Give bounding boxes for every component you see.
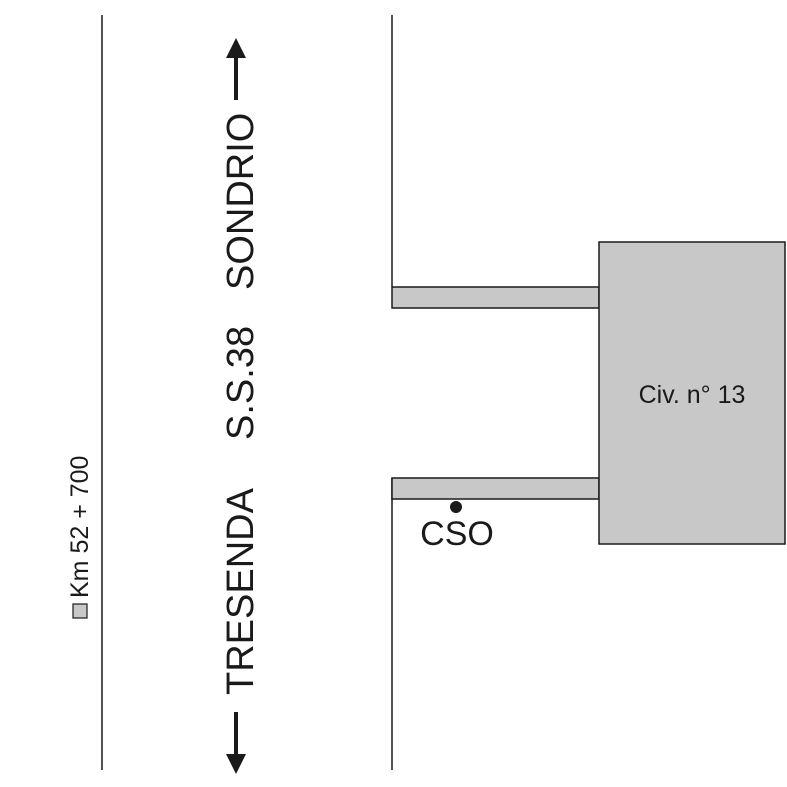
arrow-down-icon — [226, 712, 246, 774]
access-strip-upper — [391, 286, 600, 309]
milestone-square-icon — [72, 603, 88, 619]
cso-point-marker — [450, 501, 462, 513]
arrow-up-icon — [226, 38, 246, 100]
milestone-label: Km 52 + 700 — [66, 456, 94, 598]
direction-south-label: TRESENDA — [220, 487, 262, 695]
building — [598, 241, 786, 545]
building-label: Civ. n° 13 — [639, 381, 746, 409]
direction-north-label: SONDRIO — [220, 113, 262, 290]
road-name-label: S.S.38 — [220, 326, 262, 440]
access-strip-lower — [391, 477, 600, 500]
cso-point-label: CSO — [420, 515, 494, 553]
